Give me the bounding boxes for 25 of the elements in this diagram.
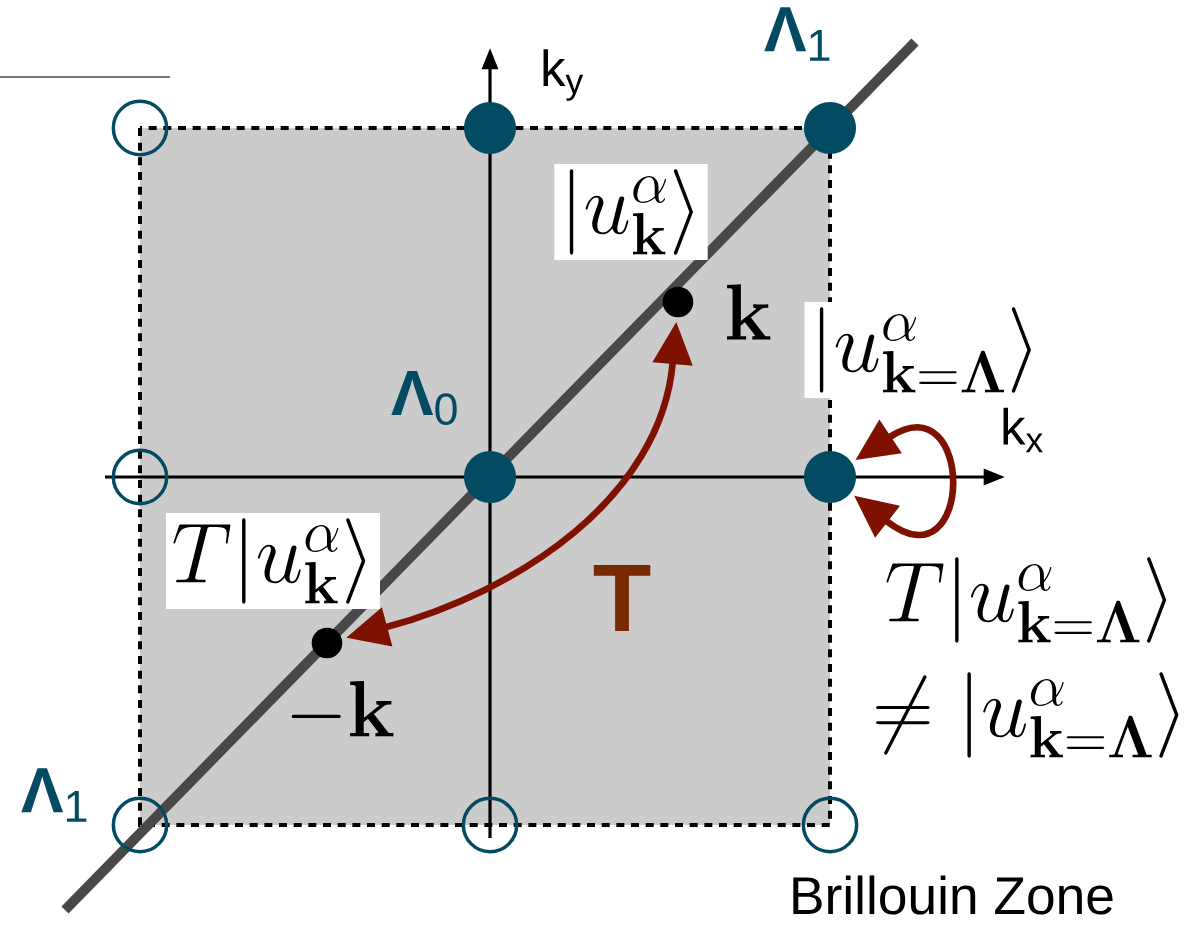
state-label: $T|u^{\alpha}_{\mathbf{k}=\mathbf{\Lambda}}\rangle$ xyxy=(886,557,1167,643)
lattice-point xyxy=(464,102,516,154)
axis-label: k$_{x}$ xyxy=(1003,407,1043,453)
state-label: $T|u^{\alpha}_{\mathbf{k}}\rangle$ xyxy=(166,513,380,609)
lattice-point xyxy=(111,99,169,157)
state-label: $|u^{\alpha}_{\mathbf{k}=\mathbf{\Lambda}}\rangle$ xyxy=(804,302,1046,398)
lattice-point xyxy=(801,796,859,854)
state-label: $|u^{\alpha}_{\mathbf{k}}\rangle$ xyxy=(554,164,708,260)
lattice-point xyxy=(461,796,519,854)
lattice-point xyxy=(804,102,856,154)
point-label: $-\mathbf{k}$ xyxy=(291,680,394,737)
lattice-point xyxy=(804,451,856,503)
point-label: $\mathbf{k}$ xyxy=(727,284,771,340)
lattice-point xyxy=(111,448,169,506)
state-label: $\neq|u^{\alpha}_{\mathbf{k}=\mathbf{\Lambda}}\rangle$ xyxy=(876,672,1179,758)
lattice-point xyxy=(464,451,516,503)
zone-caption: Brillouin Zone xyxy=(793,875,1113,915)
edge-label: T xyxy=(593,564,651,632)
momentum-point xyxy=(311,627,343,659)
axis-label: k$_{y}$ xyxy=(543,49,584,101)
point-label: Λ$_{0}$ xyxy=(391,370,457,426)
point-label: Λ$_{1}$ xyxy=(764,7,830,61)
momentum-point xyxy=(662,286,694,318)
lattice-point xyxy=(111,796,169,854)
point-label: Λ$_{1}$ xyxy=(21,768,87,822)
